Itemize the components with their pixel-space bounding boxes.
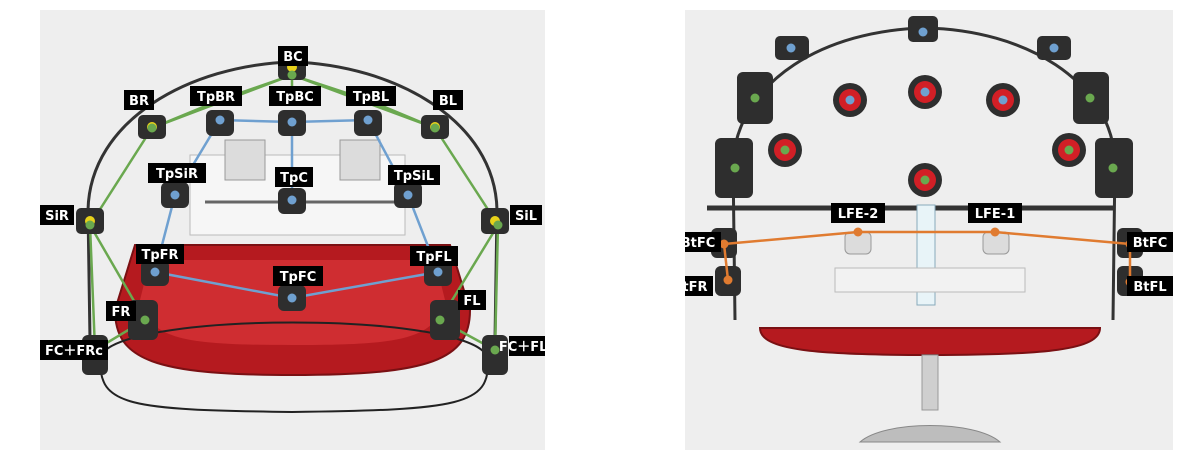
bottom-labels: LFE-2 LFE-1 BtFC BtFC BtFR BtFL [685,203,1173,296]
svg-text:BtFC: BtFC [1133,236,1168,251]
label-tpfr: TpFR [136,244,184,264]
svg-text:TpBC: TpBC [276,90,314,105]
svg-text:SiR: SiR [45,209,69,224]
label-tpfl: TpFL [410,246,458,266]
label-lfe-1: LFE-1 [968,203,1022,223]
svg-text:TpFC: TpFC [280,270,317,285]
center-rig-box [834,267,1026,293]
svg-text:BtFC: BtFC [685,236,715,251]
rig-part-left [224,139,266,181]
svg-text:TpSiR: TpSiR [156,167,198,182]
label-fl: FL [458,290,486,310]
label-bl: BL [433,90,463,110]
speaker-labels: BC BR BL TpBR TpBC TpBL TpSiR TpC TpSiL … [40,46,545,360]
red-seat [758,327,1102,357]
label-btfl: BtFL [1127,276,1173,296]
svg-text:FC＋FLc: FC＋FLc [499,340,545,355]
stand-pole [921,354,939,411]
svg-text:FL: FL [463,294,480,309]
label-fc-flc: FC＋FLc [499,336,545,356]
left-diagram-svg: BC BR BL TpBR TpBC TpBL TpSiR TpC TpSiL … [40,46,545,414]
svg-text:TpBR: TpBR [197,90,235,105]
left-speaker-layout-view: BC BR BL TpBR TpBC TpBL TpSiR TpC TpSiL … [40,10,545,450]
svg-text:FC＋FRc: FC＋FRc [45,344,103,359]
svg-text:BR: BR [129,94,149,109]
label-tpbc: TpBC [269,86,321,106]
label-btfc-right: BtFC [1127,232,1173,252]
label-btfr: BtFR [685,276,713,296]
label-br: BR [124,90,154,110]
svg-text:BC: BC [283,50,302,65]
svg-text:TpSiL: TpSiL [394,169,434,184]
svg-text:LFE-1: LFE-1 [975,207,1016,222]
label-fr: FR [106,301,136,321]
right-diagram-svg: LFE-2 LFE-1 BtFC BtFC BtFR BtFL [685,16,1173,443]
label-lfe-2: LFE-2 [831,203,885,223]
svg-text:TpFR: TpFR [141,248,178,263]
svg-text:BtFL: BtFL [1133,280,1166,295]
svg-text:LFE-2: LFE-2 [838,207,879,222]
label-tpbl: TpBL [346,86,396,106]
rig-part-right [339,139,381,181]
svg-text:TpC: TpC [280,171,308,186]
svg-text:FR: FR [112,305,131,320]
svg-text:TpFL: TpFL [416,250,451,265]
label-sir: SiR [40,205,74,225]
floor-loop [98,321,490,414]
blue-dots [786,27,1059,105]
stand-base [858,425,1002,443]
svg-text:TpBL: TpBL [353,90,389,105]
svg-text:BL: BL [439,94,457,109]
label-tpc: TpC [275,167,313,187]
label-btfc-left: BtFC [685,232,721,252]
right-speaker-layout-view: LFE-2 LFE-1 BtFC BtFC BtFR BtFL [685,10,1173,450]
green-dots [730,93,1118,185]
svg-text:BtFR: BtFR [685,280,708,295]
label-tpsil: TpSiL [388,165,440,185]
label-sil: SiL [510,205,542,225]
top-ring-dots [150,115,443,303]
label-tpsir: TpSiR [148,163,206,183]
svg-text:SiL: SiL [515,209,537,224]
label-tpfc: TpFC [273,266,323,286]
label-fc-frc: FC＋FRc [40,340,108,360]
label-bc: BC [278,46,308,66]
label-tpbr: TpBR [190,86,242,106]
